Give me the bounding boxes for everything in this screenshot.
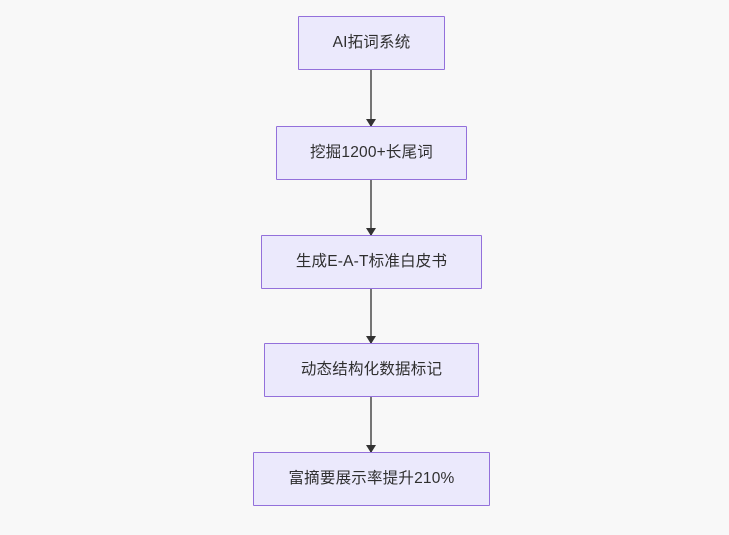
flow-edge-line <box>370 70 372 126</box>
flow-node-label: 挖掘1200+长尾词 <box>309 144 434 162</box>
flow-node-ai-keyword-system[interactable]: AI拓词系统 <box>298 16 445 70</box>
flow-node-label: 生成E-A-T标准白皮书 <box>295 253 448 271</box>
flow-edge-line <box>370 289 372 343</box>
arrow-down-icon <box>366 445 376 453</box>
flow-node-label: 富摘要展示率提升210% <box>288 470 455 488</box>
arrow-down-icon <box>366 228 376 236</box>
flow-node-dynamic-structured-data-markup[interactable]: 动态结构化数据标记 <box>264 343 479 397</box>
flow-edge-line <box>370 397 372 452</box>
arrow-down-icon <box>366 119 376 127</box>
flow-node-rich-snippet-impression-lift[interactable]: 富摘要展示率提升210% <box>253 452 490 506</box>
flow-node-mine-longtail-keywords[interactable]: 挖掘1200+长尾词 <box>276 126 467 180</box>
flow-node-generate-eat-whitepaper[interactable]: 生成E-A-T标准白皮书 <box>261 235 482 289</box>
flow-edge-line <box>370 180 372 235</box>
flow-node-label: AI拓词系统 <box>332 34 411 52</box>
arrow-down-icon <box>366 336 376 344</box>
flow-node-label: 动态结构化数据标记 <box>300 361 443 379</box>
